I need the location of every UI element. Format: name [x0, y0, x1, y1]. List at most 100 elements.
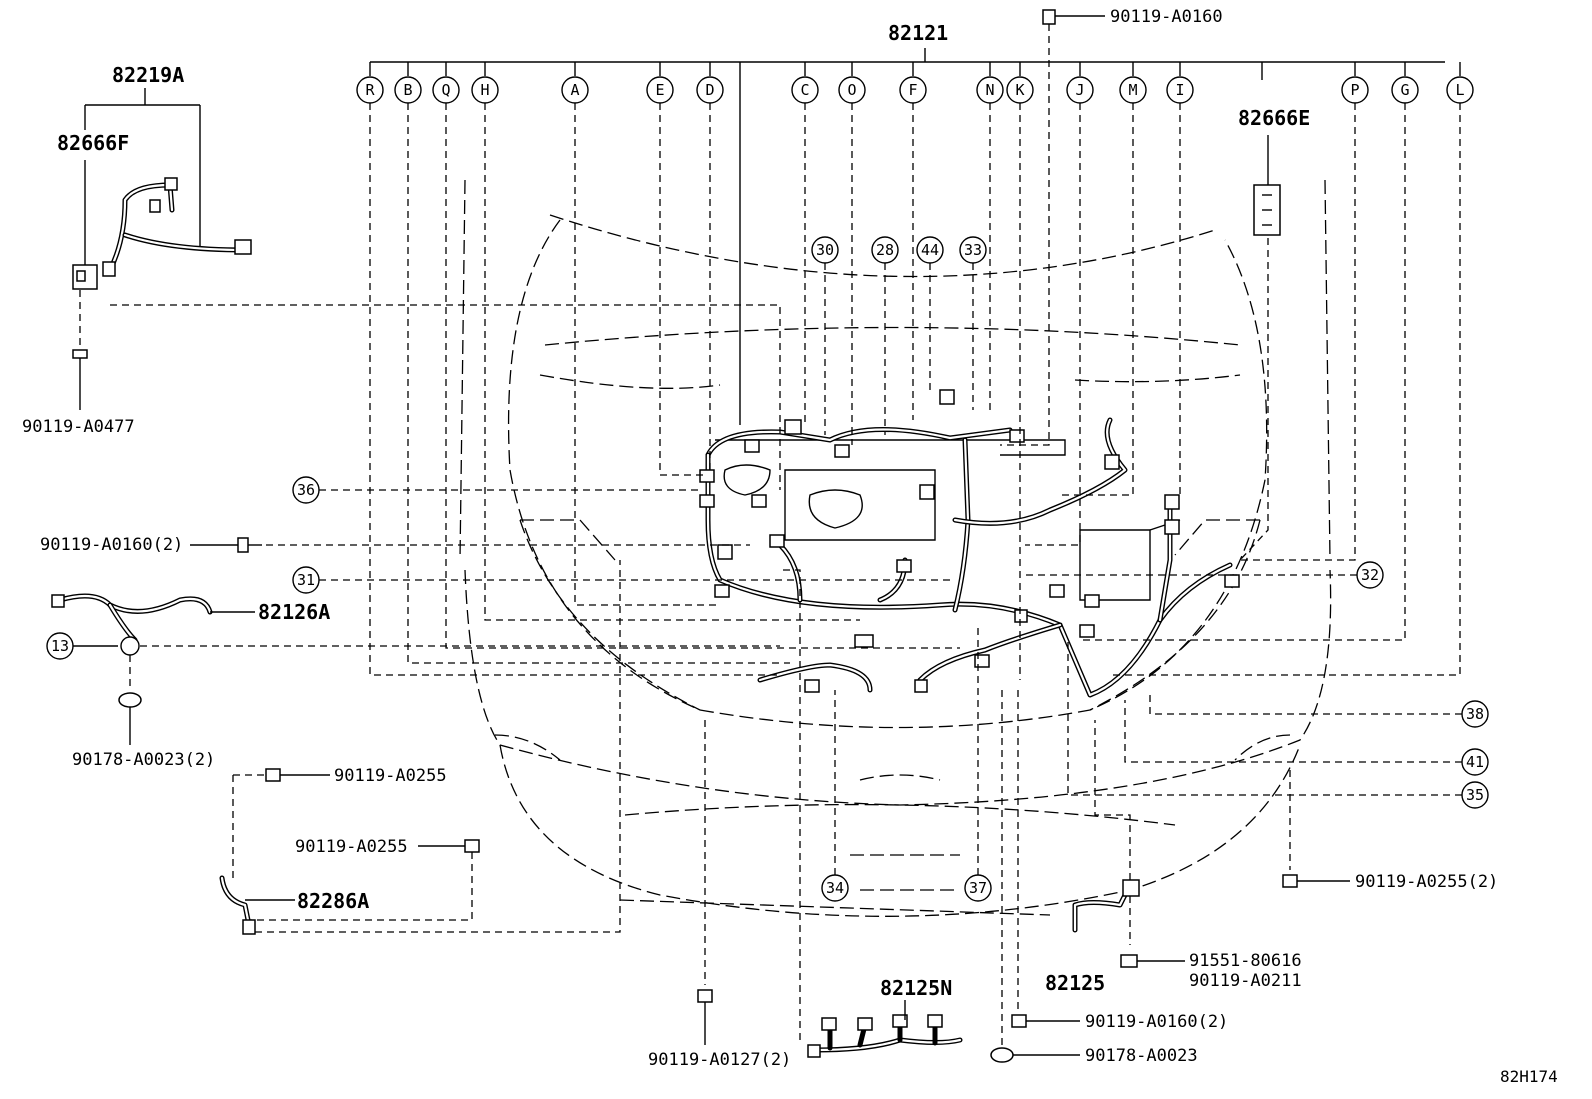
nut-90178-A0023-2 [118, 692, 142, 745]
svg-text:28: 28 [876, 241, 894, 259]
callout-31: 31 [292, 566, 955, 594]
callout-37: 37 [964, 625, 992, 902]
fastener-91551-80616-label: 91551-80616 [1189, 951, 1302, 971]
branch-letter-K: K [1006, 62, 1034, 680]
fastener-90119-A0160-top-label: 90119-A0160 [1110, 7, 1223, 27]
part-82286A-label: 82286A [297, 889, 369, 913]
callout-33: 33 [959, 236, 987, 410]
branch-letter-J: J [1025, 62, 1094, 546]
svg-text:E: E [655, 81, 664, 99]
svg-text:33: 33 [964, 241, 982, 259]
grommet-13 [120, 636, 780, 690]
fastener-90119-A0477-label: 90119-A0477 [22, 417, 135, 437]
bolt-90119-A0160-left [190, 537, 750, 553]
svg-text:G: G [1400, 81, 1409, 99]
svg-text:37: 37 [969, 879, 987, 897]
fastener-90119-A0255-a-label: 90119-A0255 [334, 766, 447, 786]
callout-41: 41 [1124, 700, 1489, 776]
svg-text:A: A [570, 81, 579, 99]
svg-text:F: F [908, 81, 917, 99]
fastener-90178-A0023-label: 90178-A0023 [1085, 1046, 1198, 1066]
connector-82666E [1239, 184, 1281, 561]
svg-text:R: R [365, 81, 375, 99]
harness-82125N [780, 569, 963, 1058]
part-82121-label: 82121 [888, 21, 948, 45]
branch-letter-M: M [1060, 62, 1147, 496]
bolt-90119-A0160-bottom [1011, 690, 1080, 1028]
callout-38: 38 [1149, 690, 1489, 728]
part-82666E-label: 82666E [1238, 106, 1310, 130]
svg-text:K: K [1015, 81, 1024, 99]
part-82125-label: 82125 [1045, 971, 1105, 995]
fastener-90119-A0160-2-left-label: 90119-A0160(2) [40, 535, 183, 555]
svg-text:41: 41 [1466, 753, 1484, 771]
svg-text:D: D [705, 81, 714, 99]
leader-82286A-dash [255, 560, 621, 933]
svg-text:I: I [1175, 81, 1184, 99]
bolt-90119-A0255-2 [1282, 770, 1350, 888]
svg-text:O: O [847, 81, 856, 99]
svg-text:38: 38 [1466, 705, 1484, 723]
svg-text:35: 35 [1466, 786, 1484, 804]
bolt-90119-A0255-a [232, 768, 330, 880]
svg-text:L: L [1455, 81, 1464, 99]
branch-letter-R: R [356, 62, 780, 676]
svg-text:C: C [800, 81, 809, 99]
branch-letter-N: N [976, 62, 1004, 415]
part-82219A-label: 82219A [112, 63, 184, 87]
fastener-90119-A0127-2-label: 90119-A0127(2) [648, 1050, 791, 1070]
svg-text:32: 32 [1361, 566, 1379, 584]
bolt-90119-A0477 [72, 290, 88, 410]
figure-code: 82H174 [1500, 1067, 1558, 1086]
bracket-82286A [219, 875, 256, 935]
fastener-90119-A0211-label: 90119-A0211 [1189, 971, 1302, 991]
main-harness-82121 [699, 389, 1240, 698]
svg-text:44: 44 [921, 241, 939, 259]
branch-letter-O: O [838, 62, 866, 445]
bolt-90119-A0160-top [1000, 9, 1105, 446]
connector-82666F [72, 264, 98, 290]
callout-28: 28 [871, 236, 899, 435]
fastener-90119-A0255-b-label: 90119-A0255 [295, 837, 408, 857]
svg-text:H: H [480, 81, 489, 99]
branch-letter-F: F [899, 62, 927, 420]
branch-letter-E: E [646, 62, 705, 476]
branch-letter-C: C [791, 62, 819, 425]
svg-text:M: M [1128, 81, 1137, 99]
branch-letter-D: D [696, 62, 724, 470]
bracket-82125 [1072, 720, 1140, 945]
fastener-90119-A0160-2-bottom-label: 90119-A0160(2) [1085, 1012, 1228, 1032]
bolt-90119-A0127-2 [697, 720, 713, 1045]
branch-letter-A: A [561, 62, 720, 606]
svg-text:P: P [1350, 81, 1359, 99]
bolt-91551-80616 [1120, 954, 1185, 968]
branch-bracket [370, 48, 1445, 425]
svg-text:36: 36 [297, 481, 315, 499]
svg-text:J: J [1075, 81, 1084, 99]
harness-82126A [51, 593, 213, 643]
branch-letter-L: L [1110, 62, 1474, 676]
callout-36: 36 [292, 476, 700, 504]
callout-44: 44 [916, 236, 944, 390]
callout-32: 32 [1025, 561, 1384, 589]
branch-letter-G: G [1080, 62, 1419, 641]
branch-letter-Q: Q [432, 62, 960, 649]
nut-90178-A0023 [990, 690, 1080, 1063]
callout-30: 30 [811, 236, 839, 435]
callout-13: 13 [46, 632, 118, 660]
fastener-90119-A0255-2-label: 90119-A0255(2) [1355, 872, 1498, 892]
bolt-90119-A0255-b [250, 839, 480, 921]
svg-text:13: 13 [51, 637, 69, 655]
vehicle-body-outline [459, 179, 1332, 917]
svg-text:34: 34 [826, 879, 844, 897]
part-82666F-label: 82666F [57, 131, 129, 155]
leader-82219A-dash [110, 304, 781, 490]
svg-text:B: B [403, 81, 412, 99]
branch-letter-P: P [1240, 62, 1369, 561]
bracket-82219A [84, 88, 201, 250]
svg-text:N: N [985, 81, 994, 99]
callout-34: 34 [821, 690, 849, 902]
svg-text:30: 30 [816, 241, 834, 259]
svg-text:Q: Q [441, 81, 450, 99]
